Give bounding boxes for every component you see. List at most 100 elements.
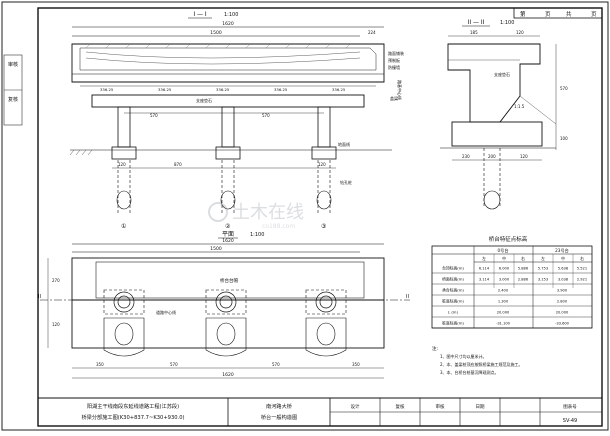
elevation-view: I — I 1:100 1620 1500 224 路面铺装 预制板 防撞墙 3…	[69, 11, 404, 230]
table-cell: 5.753	[538, 267, 548, 271]
table-cell: -33.600	[555, 322, 570, 326]
table-cell: 2.800	[557, 300, 568, 304]
table-group-0: 0号台	[497, 247, 508, 254]
margin-label-top: 审核	[8, 61, 18, 68]
pile-label: 钻孔桩	[340, 179, 352, 185]
table-col-header: 中	[502, 256, 506, 261]
bottom-dim-2: 120	[318, 162, 326, 167]
section-title: II — II	[468, 19, 485, 26]
left-margin: 审核 复核	[3, 54, 23, 126]
table-cell: 2.400	[498, 289, 509, 293]
beam-dim-0: 336.25	[100, 87, 114, 92]
watermark-sub: co188.com	[262, 223, 295, 230]
plan-deck-label: 桥台台帽	[220, 277, 238, 284]
bottom-dim-0: 120	[118, 162, 126, 167]
table-cell: 1.300	[498, 300, 509, 304]
table-col-header: 中	[561, 256, 565, 261]
table-cell: 3.114	[479, 278, 490, 282]
table-cell: 6.114	[479, 267, 490, 271]
table-col-header: 左	[541, 256, 545, 261]
cap-label: 盖梁	[390, 95, 398, 101]
elev-overall-width: 1620	[222, 21, 234, 27]
plan-half-width: 1500	[210, 246, 222, 252]
notes: 注: 1、图中尺寸均以厘米计。 2、本、盖梁桩顶应按照桥梁施工规范及施工。 3、…	[432, 345, 523, 375]
elev-label-barrier: 防撞墙	[388, 64, 400, 70]
note-1: 1、图中尺寸均以厘米计。	[440, 353, 487, 359]
plan-marker-right: II	[406, 294, 409, 300]
ground-label: 地面线	[338, 141, 350, 147]
page-mid: 页	[545, 11, 551, 18]
note-2: 2、本、盖梁桩顶应按照桥梁施工规范及施工。	[440, 361, 523, 367]
beam-dim-3: 336.25	[274, 87, 288, 92]
page-prefix: 第	[520, 10, 526, 18]
pile-marker-3: ③	[321, 223, 326, 230]
plan-bottom-dim-1: 570	[170, 362, 178, 367]
watermark-logo-icon	[208, 202, 228, 222]
table-col-header: 右	[580, 256, 584, 261]
table-cell: 2.886	[518, 278, 529, 282]
table-cell: 5.886	[518, 267, 529, 271]
section-dim-bottom-1: 200	[488, 154, 496, 159]
elevation-title: I — I	[193, 11, 207, 18]
tb-col-review: 复核	[396, 403, 405, 410]
table-columns: 左中右左中右	[482, 256, 584, 261]
cap-dim-1: 570	[262, 113, 270, 118]
section-dim-bottom-0: 230	[462, 154, 470, 159]
plan-left-dim-1: 120	[52, 322, 60, 327]
note-3: 3、本、台桥台桩基沉降观测点。	[440, 369, 499, 375]
section-dim-top-0: 185	[470, 30, 478, 35]
bottom-dim-1: 870	[174, 162, 182, 167]
elevation-scale: 1:100	[224, 12, 238, 18]
plan-overall-width: 1620	[222, 238, 234, 244]
elev-label-deck: 路面铺装	[388, 50, 404, 56]
total-suffix: 页	[591, 11, 597, 18]
tb-col-approve: 审核	[436, 403, 445, 410]
table-cell: 5.638	[558, 267, 569, 271]
total-prefix: 共	[566, 10, 572, 18]
plan-bottom-dim-2: 570	[272, 362, 280, 367]
table-row-label: 桩底标高(m)	[442, 299, 464, 304]
elev-dim-top-0: 224	[368, 30, 376, 35]
section-pile-dim-0: 570	[560, 86, 568, 91]
plan-overall-bottom: 1620	[222, 372, 234, 378]
section-bearing-label: 支座垫石	[494, 71, 510, 77]
notes-title: 注:	[432, 345, 438, 352]
side-center-label: 路基中心线	[397, 80, 403, 100]
table-cell: -31.100	[496, 322, 511, 326]
tb-col-design: 设计	[351, 403, 360, 410]
section-dim-bottom-2: 120	[520, 154, 528, 159]
margin-label-bottom: 复核	[8, 96, 18, 103]
table-cell: 6.000	[499, 267, 510, 271]
project-line-2: 桥梁分部施工图(K30+837.7~K30+930.0)	[81, 413, 184, 421]
table-cell: 3.038	[558, 278, 569, 282]
table-cell: 3.000	[499, 278, 510, 282]
tb-col-date: 日期	[476, 404, 485, 410]
plan-bottom-dim-0: 350	[96, 362, 104, 367]
bearing-label: 支座垫石	[196, 97, 212, 103]
elev-label-slab: 预制板	[388, 57, 400, 63]
drawing-line-2: 桥台一般构造图	[261, 413, 297, 421]
section-dim-top-1: 120	[516, 30, 524, 35]
section-view: II — II 1:100 185 120 支座垫石 1:1.5 230 200…	[440, 19, 568, 210]
table-cell: 3.153	[538, 278, 548, 282]
plan-bottom-dim-3: 350	[352, 362, 360, 367]
plan-marker-left: II	[38, 294, 41, 300]
plan-left-dim-0: 270	[52, 278, 60, 283]
table-cell: 5.521	[577, 267, 587, 271]
watermark-text: 土木在线	[232, 202, 304, 223]
section-pile-dim-1: 100	[560, 136, 568, 141]
beam-dim-2: 336.25	[216, 87, 230, 92]
plan-view: 平面 1:100 1620 1500 桥台台帽 道路中心线 270 120	[38, 231, 410, 379]
table-cell: 2.921	[577, 278, 587, 282]
plan-title: 平面	[222, 231, 234, 238]
plan-scale: 1:100	[250, 232, 264, 238]
beam-dim-4: 336.25	[332, 87, 346, 92]
drawing-line-1: 南河路大桥	[266, 402, 293, 410]
table-cell: 3.900	[557, 289, 568, 293]
table-group-1: 23号台	[555, 247, 569, 254]
page-number-box: 第 页 共 页	[513, 7, 603, 19]
